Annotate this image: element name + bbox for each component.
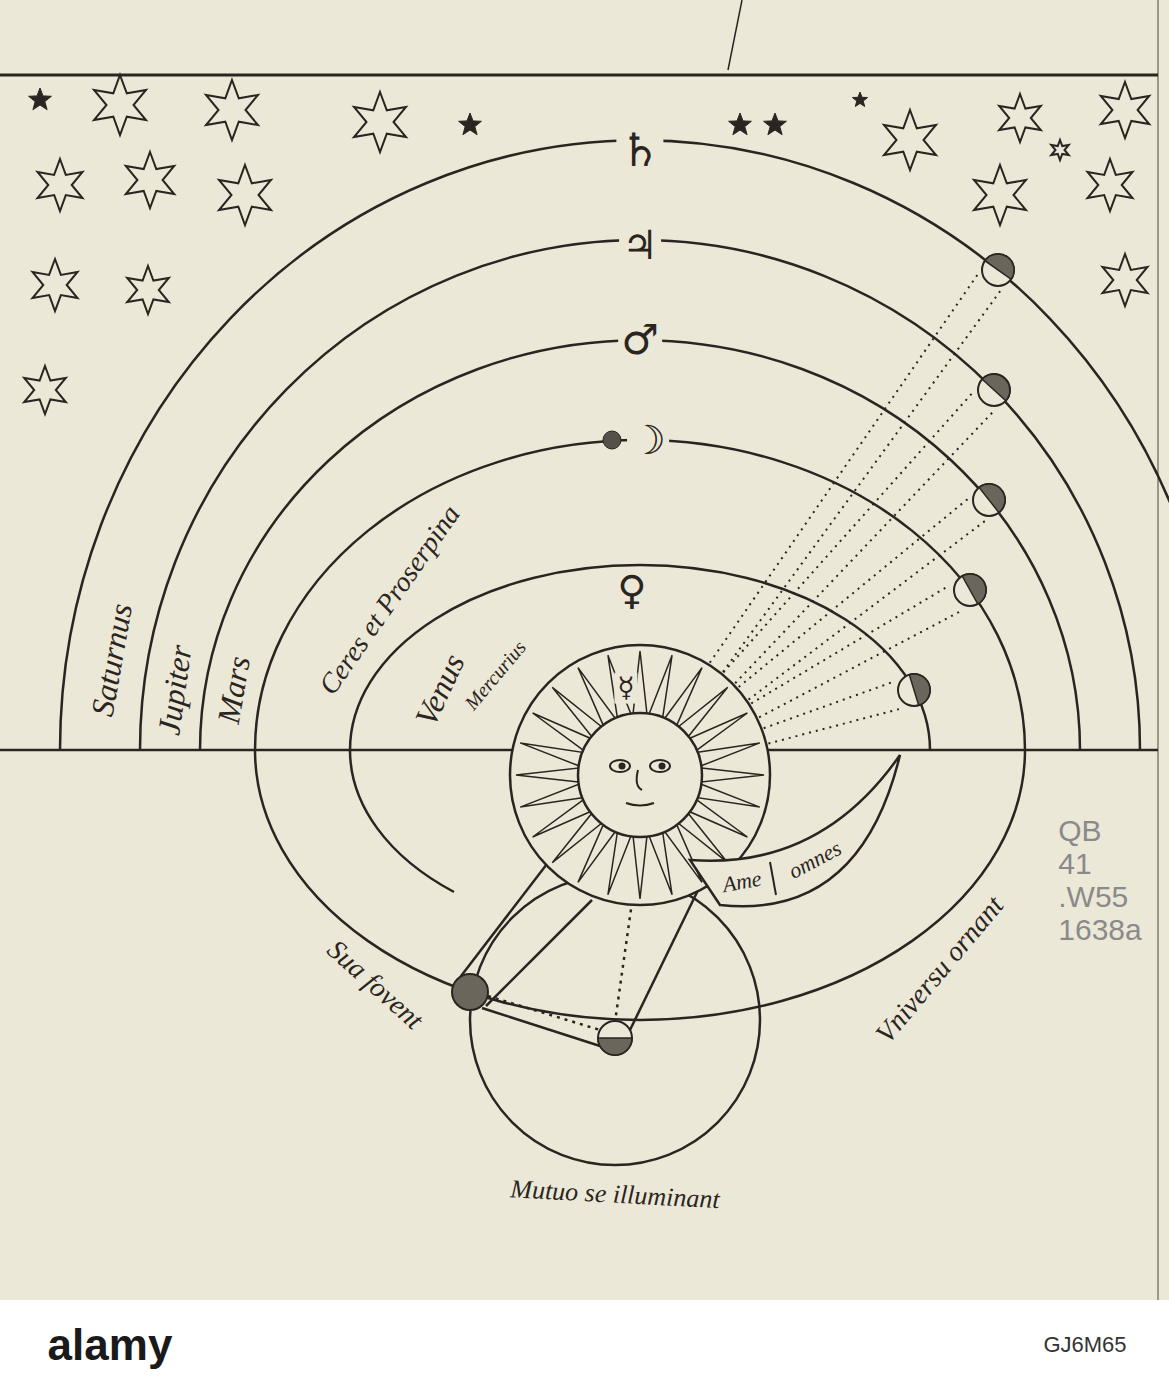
orbit <box>255 440 1025 750</box>
sun-ray <box>698 743 760 766</box>
sun-ray <box>649 655 672 717</box>
star <box>1103 254 1148 306</box>
sun-face <box>578 713 702 837</box>
sun-mouth <box>626 803 654 806</box>
small-star <box>764 113 787 135</box>
star <box>38 159 83 211</box>
sun-ray <box>633 837 647 899</box>
light-beam <box>458 860 550 980</box>
small-star <box>29 88 52 110</box>
star <box>1051 140 1068 160</box>
small-star <box>729 113 752 135</box>
sun-ray <box>690 713 748 750</box>
stray-stroke <box>728 0 742 70</box>
earth <box>452 974 488 1010</box>
star <box>354 92 406 152</box>
planet <box>982 254 1014 286</box>
light-ray <box>739 499 968 687</box>
star <box>884 110 936 170</box>
star <box>1101 82 1149 138</box>
planet <box>898 674 930 706</box>
star <box>1088 159 1133 211</box>
sun-eye <box>650 760 670 772</box>
planet-shadow <box>985 254 1014 279</box>
paper-ground <box>0 0 1169 1300</box>
orbit <box>140 240 1140 750</box>
star <box>974 165 1026 225</box>
sun-ray <box>578 668 615 726</box>
moon <box>598 1021 632 1055</box>
page-edge <box>1157 0 1159 1300</box>
orbit <box>200 340 1080 750</box>
sun-ray <box>698 784 760 807</box>
light-beam <box>482 1008 600 1046</box>
image-id: GJ6M65 <box>1040 1333 1129 1357</box>
sun-ray <box>520 743 582 766</box>
star <box>999 94 1041 142</box>
sun-ray <box>649 833 672 895</box>
light-ray <box>749 521 986 700</box>
light-ray <box>710 275 978 663</box>
light-beam <box>488 996 600 1030</box>
star <box>33 259 78 311</box>
planet-symbol: ♀ <box>614 568 649 612</box>
ribbon-fold <box>770 862 776 895</box>
moon-orbit <box>470 875 760 1165</box>
sun-ray <box>520 784 582 807</box>
planet-shadow <box>909 674 930 705</box>
planet <box>954 574 986 606</box>
star <box>127 266 169 314</box>
light-ray <box>764 681 895 728</box>
small-star <box>459 113 482 135</box>
star <box>219 165 271 225</box>
sun-ray <box>516 768 578 782</box>
light-ray <box>735 411 993 683</box>
sun-ray <box>533 800 591 837</box>
planet-symbol: ☽ <box>627 418 669 462</box>
sun-pupil <box>659 763 666 770</box>
planet-shadow <box>979 484 1005 513</box>
sun-pupil <box>619 763 626 770</box>
light-beam <box>486 900 592 1006</box>
planet <box>973 484 1005 516</box>
bottom-bar <box>0 1300 1169 1390</box>
top-rule <box>0 74 1158 77</box>
sun-ray <box>702 768 764 782</box>
venus-orbit-lower <box>350 750 454 892</box>
sun-eye <box>610 760 630 772</box>
planet-shadow <box>962 574 986 604</box>
earth-dot <box>603 431 621 449</box>
planet-symbol: ♂ <box>618 317 662 363</box>
light-ray <box>724 392 973 672</box>
planet <box>978 374 1010 406</box>
planet-symbol: ♄ <box>616 125 663 176</box>
light-ray <box>759 610 963 717</box>
planet-symbol: ☿ <box>614 673 637 704</box>
watermark-logo: alamy <box>45 1321 176 1369</box>
star <box>94 75 146 135</box>
sun-ray <box>665 825 702 883</box>
light-ray <box>768 708 903 743</box>
small-star <box>852 92 867 107</box>
planet-shadow <box>982 374 1010 401</box>
star <box>126 152 174 208</box>
planet-symbol: ♃ <box>619 223 661 267</box>
star <box>24 366 66 414</box>
moon-shadow <box>598 1038 632 1055</box>
call-number: QB 41 .W55 1638a <box>1055 814 1144 946</box>
ribbon <box>690 755 900 906</box>
sun-nose <box>637 770 642 790</box>
star <box>206 80 258 140</box>
sun-ray <box>608 833 631 895</box>
